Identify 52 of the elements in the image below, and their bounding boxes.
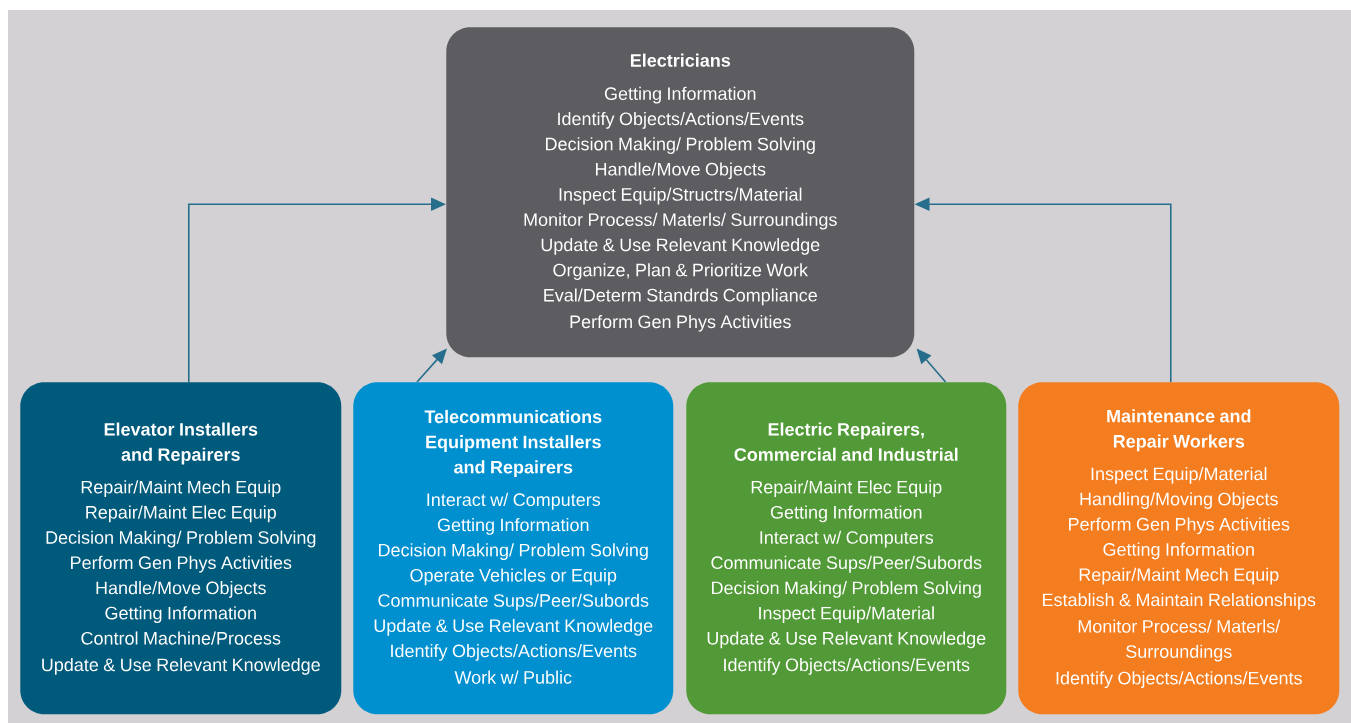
task-item: Getting Information bbox=[105, 606, 256, 624]
occupation-box bbox=[686, 382, 1007, 715]
task-item: Getting Information bbox=[604, 86, 756, 104]
task-item: Identify Objects/Actions/Events bbox=[391, 644, 637, 661]
task-item: Work w/ Public bbox=[454, 670, 572, 684]
occupation-box bbox=[353, 382, 674, 715]
box-heading: Electric Repairers, Commercial and Industrial bbox=[734, 422, 958, 461]
task-item: Update & Use Relevant Knowledge bbox=[707, 631, 986, 649]
box-heading: Elevator Installers and Repairers bbox=[104, 422, 258, 465]
task-item: Monitor Process/ Materls/ Surroundings bbox=[1078, 619, 1281, 662]
task-item: Monitor Process/ Materls/ Surroundings bbox=[524, 212, 837, 230]
box-heading: Electricians bbox=[630, 53, 731, 67]
task-item: Repair/Maint Elec Equip bbox=[86, 505, 276, 523]
task-item: Perform Gen Phys Activities bbox=[570, 314, 791, 332]
task-item: Inspect Equip/Material bbox=[1091, 467, 1267, 484]
task-item: Eval/Determ Standrds Compliance bbox=[544, 288, 817, 306]
task-item: Decision Making/ Problem Solving bbox=[546, 137, 815, 154]
task-item: Decision Making/ Problem Solving bbox=[379, 543, 648, 561]
box-heading: Telecommunications Equipment Installers and Repairers bbox=[424, 409, 602, 478]
task-item: Identify Objects/Actions/Events bbox=[1056, 671, 1302, 689]
task-item: Identify Objects/Actions/Events bbox=[724, 658, 970, 675]
task-item: Inspect Equip/Structrs/Material bbox=[559, 187, 802, 205]
task-item: Interact w/ Computers bbox=[427, 492, 601, 510]
occupation-box bbox=[20, 382, 342, 715]
occupation-box bbox=[446, 27, 915, 358]
task-item: Update & Use Relevant Knowledge bbox=[42, 658, 320, 675]
task-item: Repair/Maint Mech Equip bbox=[81, 480, 281, 498]
task-item: Handle/Move Objects bbox=[596, 162, 766, 180]
task-item: Operate Vehicles or Equip bbox=[410, 568, 617, 586]
task-item: Interact w/ Computers bbox=[760, 530, 934, 548]
task-item: Perform Gen Phys Activities bbox=[1069, 517, 1290, 535]
task-item: Establish & Maintain Relationships bbox=[1043, 593, 1316, 610]
task-item: Communicate Sups/Peer/Subords bbox=[378, 593, 649, 611]
task-item: Decision Making/ Problem Solving bbox=[46, 530, 316, 548]
task-item: Getting Information bbox=[770, 505, 922, 523]
box-heading: Maintenance and Repair Workers bbox=[1107, 409, 1251, 452]
occupation-box bbox=[1018, 382, 1340, 715]
task-item: Decision Making/ Problem Solving bbox=[712, 581, 981, 598]
task-item: Identify Objects/Actions/Events bbox=[558, 112, 804, 129]
task-item: Inspect Equip/Material bbox=[759, 606, 934, 624]
task-item: Organize, Plan & Prioritize Work bbox=[553, 263, 809, 280]
task-item: Getting Information bbox=[437, 518, 589, 535]
task-item: Handling/Moving Objects bbox=[1080, 492, 1278, 509]
task-item: Repair/Maint Elec Equip bbox=[751, 480, 942, 498]
task-item: Control Machine/Process bbox=[81, 631, 281, 645]
task-item: Handle/Move Objects bbox=[96, 581, 266, 598]
task-item: Repair/Maint Mech Equip bbox=[1079, 567, 1279, 585]
task-item: Getting Information bbox=[1103, 542, 1254, 560]
task-item: Perform Gen Phys Activities bbox=[71, 555, 292, 573]
task-item: Update & Use Relevant Knowledge bbox=[541, 238, 820, 255]
task-item: Update & Use Relevant Knowledge bbox=[374, 618, 653, 636]
task-item: Communicate Sups/Peer/Subords bbox=[711, 555, 982, 573]
